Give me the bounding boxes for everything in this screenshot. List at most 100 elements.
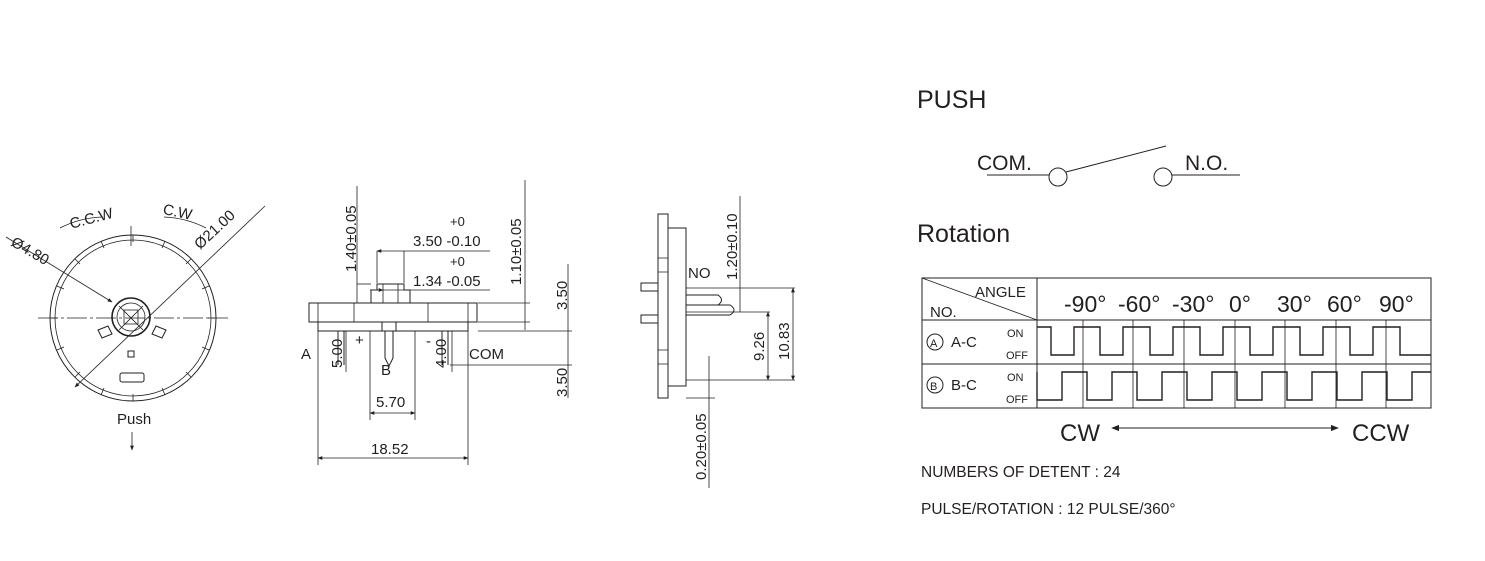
angle-label: -30°	[1172, 291, 1214, 317]
row-a-off: OFF	[1006, 350, 1028, 362]
angle-label: 0°	[1229, 291, 1251, 317]
rv-no-label: NO	[688, 265, 711, 282]
body-segments	[317, 303, 469, 322]
dim-110-label: 1.10±0.05	[508, 218, 525, 285]
push-section: PUSH COM. N.O.	[917, 86, 1240, 187]
dim-570-label: 5.70	[376, 394, 405, 411]
detent-note: NUMBERS OF DETENT : 24	[921, 464, 1121, 481]
dim-134-tol-label: 1.34 -0.05	[413, 273, 481, 290]
angle-label: -90°	[1064, 291, 1106, 317]
pin-b-root	[381, 322, 397, 331]
push-tab	[119, 372, 145, 383]
ccw-label: C.C.W	[68, 205, 116, 233]
dim-926-label: 9.26	[751, 332, 768, 361]
angle-label: -60°	[1118, 291, 1160, 317]
terminal-right	[151, 325, 167, 339]
cw-arc	[163, 216, 207, 229]
dim-350-ext	[376, 251, 405, 283]
shaft-top	[370, 283, 411, 303]
small-diameter-label: Ø4.80	[8, 234, 52, 269]
pin-com	[441, 331, 449, 365]
small-diameter-leader	[5, 236, 113, 303]
push-no-label: N.O.	[1185, 152, 1228, 175]
no-contact	[1153, 167, 1173, 187]
dim-500-label: 5.00	[329, 339, 346, 368]
minus-label: -	[426, 333, 431, 350]
pulse-note: PULSE/ROTATION : 12 PULSE/360°	[921, 501, 1176, 518]
rv-left-tab-top	[640, 282, 659, 292]
row-a-on: ON	[1007, 328, 1024, 340]
side-body	[308, 302, 478, 323]
dim-350-a-label: 3.50	[554, 281, 571, 310]
large-diameter-label: Ø21.00	[191, 207, 239, 253]
rv-terminal	[686, 304, 735, 316]
tol2-plus-label: +0	[450, 254, 465, 269]
rotation-title: Rotation	[917, 220, 1010, 248]
dim-020-label: 0.20±0.05	[693, 413, 710, 480]
push-title: PUSH	[917, 86, 986, 114]
dim-1083-label: 10.83	[776, 322, 793, 360]
shaft-lines	[382, 284, 399, 303]
rv-left-tab-bottom	[640, 314, 659, 324]
angle-gridlines	[1082, 320, 1387, 408]
dim-350-tol-label: 3.50 -0.10	[413, 233, 481, 250]
row-b-label: B-C	[951, 377, 977, 394]
pin-a-label: A	[301, 346, 311, 363]
row-b-circle	[926, 376, 944, 394]
rv-terminal-no	[686, 294, 722, 306]
cw-label: CW	[1060, 420, 1100, 447]
pin-b	[384, 331, 394, 368]
angle-label: 90°	[1379, 291, 1414, 317]
dim-120-label: 1.20±0.10	[724, 213, 741, 280]
waveform-a-c	[1037, 326, 1431, 356]
row-a-circle-letter: A	[930, 338, 938, 350]
detent-notches	[51, 235, 215, 401]
switch-lever	[1065, 145, 1167, 173]
dim-1852-ext	[317, 331, 469, 465]
ccw-label: CCW	[1352, 420, 1410, 447]
front-view: C.C.W C.W Ø4.80 Ø21.00 Push	[5, 201, 266, 451]
row-a-circle	[926, 333, 944, 351]
tol1-plus-label: +0	[450, 214, 465, 229]
angle-label: 60°	[1327, 291, 1362, 317]
mount-legs	[369, 331, 416, 365]
header-diagonal	[921, 277, 1038, 321]
dim-350-ext-lines	[450, 330, 572, 366]
pin-com-label: COM	[469, 346, 504, 363]
center-hole	[127, 350, 135, 358]
plus-label: +	[355, 332, 364, 349]
shaft-inner-circle	[116, 302, 146, 332]
dim-350-b-label: 3.50	[554, 368, 571, 397]
timing-table-frame	[921, 277, 1432, 409]
shaft-circle	[111, 297, 151, 337]
header-angle: ANGLE	[975, 284, 1026, 301]
large-diameter-leader	[74, 205, 266, 388]
shaft-square	[123, 309, 139, 325]
rv-slots	[658, 257, 668, 365]
row-a-label: A-C	[951, 334, 977, 351]
ccw-arc	[59, 216, 103, 229]
rotation-section: Rotation ANGLE NO. -90° -60° -30° 0° 30°…	[917, 220, 1432, 447]
rv-body	[667, 227, 687, 387]
dim-570-ext	[369, 365, 416, 420]
dim-140-label: 1.40±0.05	[343, 205, 360, 272]
pin-b-label: B	[381, 362, 391, 379]
angle-label: 30°	[1277, 291, 1312, 317]
right-view: NO 1.20±0.10 9.26 10.83 0.20±0.05	[640, 196, 795, 488]
header-no: NO.	[930, 304, 957, 321]
push-com-label: COM.	[977, 152, 1032, 175]
row-b-on: ON	[1007, 372, 1024, 384]
com-contact	[1048, 167, 1068, 187]
cw-label: C.W	[161, 201, 194, 224]
terminal-left	[97, 325, 113, 339]
pin-a	[337, 331, 345, 365]
push-label: Push	[117, 411, 151, 428]
row-b-off: OFF	[1006, 394, 1028, 406]
rv-front-plate	[657, 213, 669, 399]
dim-110-ticks	[478, 302, 530, 323]
body-base	[317, 322, 469, 332]
dim-400-label: 4.00	[433, 339, 450, 368]
dim-1852-label: 18.52	[371, 441, 409, 458]
